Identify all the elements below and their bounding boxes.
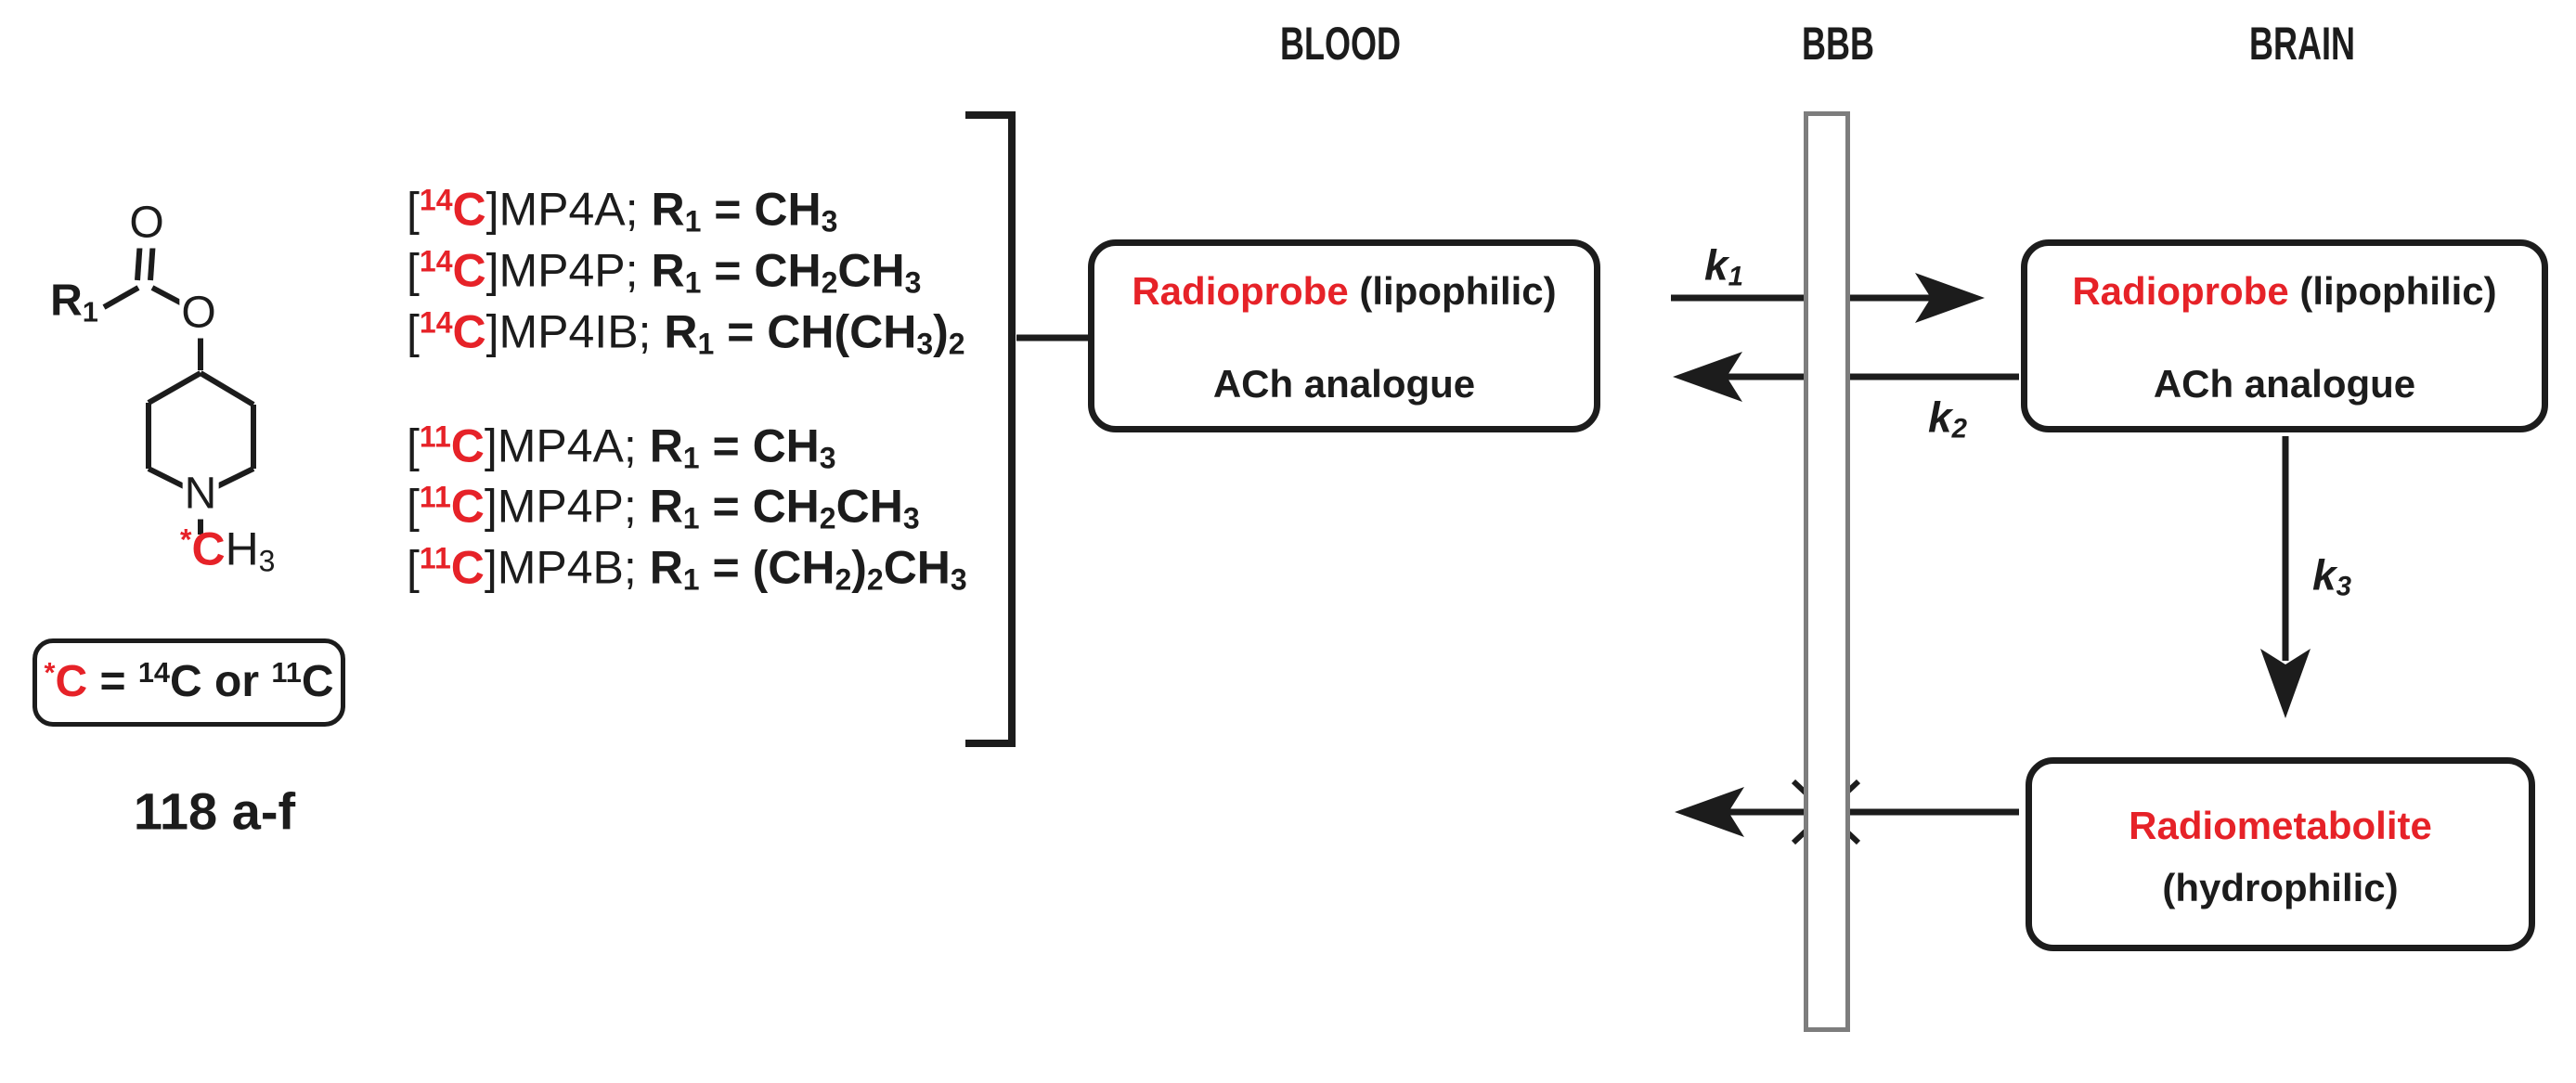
n-methyl-label: *CH3 — [180, 522, 276, 578]
brain-radioprobe-box: Radioprobe (lipophilic) ACh analogue — [2021, 239, 2548, 432]
isotope-legend-box: *C = 14C or 11C — [32, 638, 345, 727]
isotope-legend-text: *C = 14C or 11C — [44, 655, 334, 707]
molecule-bonds — [102, 239, 256, 535]
compound-line-14c-mp4p: [14C]MP4P; R1 = CH2CH3 — [407, 244, 922, 300]
k3-arrow — [2260, 436, 2311, 718]
bond-c-to-ester-o — [150, 285, 186, 307]
bbb-header-label: BBB — [1802, 18, 1874, 70]
carbonyl-oxygen-label: O — [127, 197, 166, 249]
ring-bond-top-right — [199, 370, 255, 407]
brain-ach-analogue-label: ACh analogue — [2153, 361, 2416, 406]
bbb-membrane-bar — [1804, 111, 1850, 1032]
ring-bond-left-to-n — [147, 466, 189, 491]
blood-header: BLOOD — [1257, 17, 1425, 71]
blood-radioprobe-box: Radioprobe (lipophilic) ACh analogue — [1088, 239, 1600, 432]
ring-bond-top-left — [147, 370, 202, 406]
k2-arrow — [1673, 352, 2019, 402]
blocked-arrow-head — [1675, 787, 1744, 837]
bond-c-to-r1 — [102, 285, 140, 310]
k3-rate-label: k3 — [2312, 550, 2351, 603]
compound-line-11c-mp4a: [11C]MP4A; R1 = CH3 — [407, 419, 836, 475]
compound-group-bracket — [965, 111, 1088, 747]
compound-line-14c-mp4ib: [14C]MP4IB; R1 = CH(CH3)2 — [407, 305, 965, 361]
ring-bond-right-to-n — [212, 466, 255, 491]
brain-header-label: BRAIN — [2249, 18, 2355, 70]
blood-radioprobe-title: Radioprobe (lipophilic) — [1132, 268, 1557, 313]
brain-header: BRAIN — [2229, 17, 2375, 71]
compound-line-14c-mp4a: [14C]MP4A; R1 = CH3 — [407, 183, 838, 239]
k1-rate-label: k1 — [1704, 240, 1743, 293]
blood-header-label: BLOOD — [1280, 18, 1401, 70]
compound-line-11c-mp4b: [11C]MP4B; R1 = (CH2)2CH3 — [407, 541, 967, 597]
radiometabolite-title: Radiometabolite — [2129, 803, 2432, 847]
compound-number-label: 118 a-f — [133, 781, 296, 841]
blood-ach-analogue-label: ACh analogue — [1212, 361, 1476, 406]
k3-arrow-head — [2260, 649, 2311, 718]
k1-arrow — [1671, 273, 1985, 323]
k2-arrow-head — [1673, 352, 1742, 402]
r1-substituent-label: R1 — [50, 276, 98, 329]
bbb-header: BBB — [1788, 17, 1888, 71]
k1-arrow-head — [1915, 273, 1985, 323]
ester-oxygen-label: O — [179, 287, 218, 339]
brain-radioprobe-title: Radioprobe (lipophilic) — [2072, 268, 2497, 313]
ring-nitrogen-label: N — [182, 468, 219, 520]
radiometabolite-subtitle: (hydrophilic) — [2162, 865, 2399, 909]
radiometabolite-box: Radiometabolite (hydrophilic) — [2026, 757, 2535, 951]
bracket-shape — [965, 111, 1016, 747]
compound-line-11c-mp4p: [11C]MP4P; R1 = CH2CH3 — [407, 480, 920, 535]
k2-rate-label: k2 — [1928, 393, 1967, 445]
